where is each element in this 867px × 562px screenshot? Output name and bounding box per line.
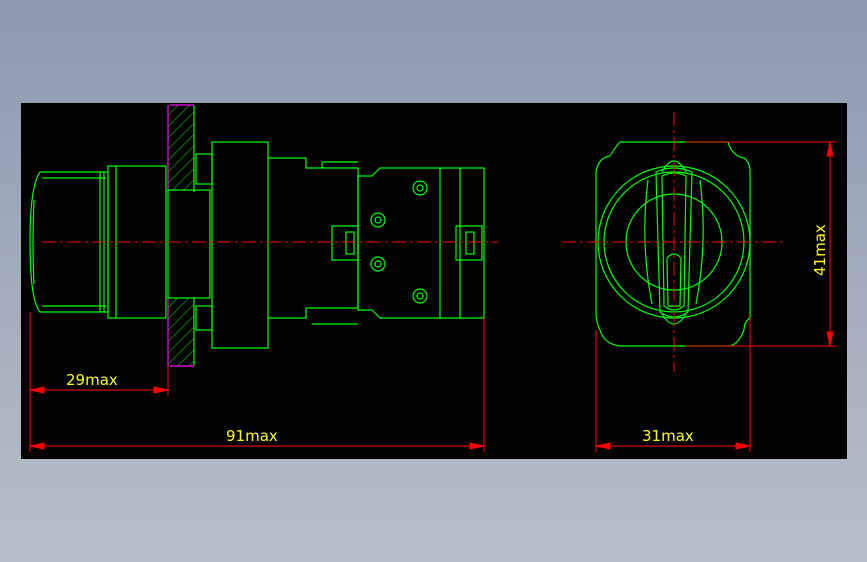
panel-section [167, 104, 195, 367]
dimension-front-depth: 29max [66, 371, 118, 389]
center-lines [42, 112, 784, 372]
dimension-width: 31max [642, 427, 694, 445]
dimension-total-length: 91max [226, 427, 278, 445]
dimensions [29, 141, 836, 452]
switch-body [268, 157, 359, 319]
front-view [595, 141, 751, 347]
bezel [107, 165, 167, 319]
mounting-collar [211, 141, 269, 349]
drawing-viewport [21, 103, 847, 459]
knob-dome [29, 171, 109, 313]
dimension-height: 41max [811, 224, 829, 276]
selector-handle [655, 167, 693, 318]
side-view [29, 104, 485, 367]
